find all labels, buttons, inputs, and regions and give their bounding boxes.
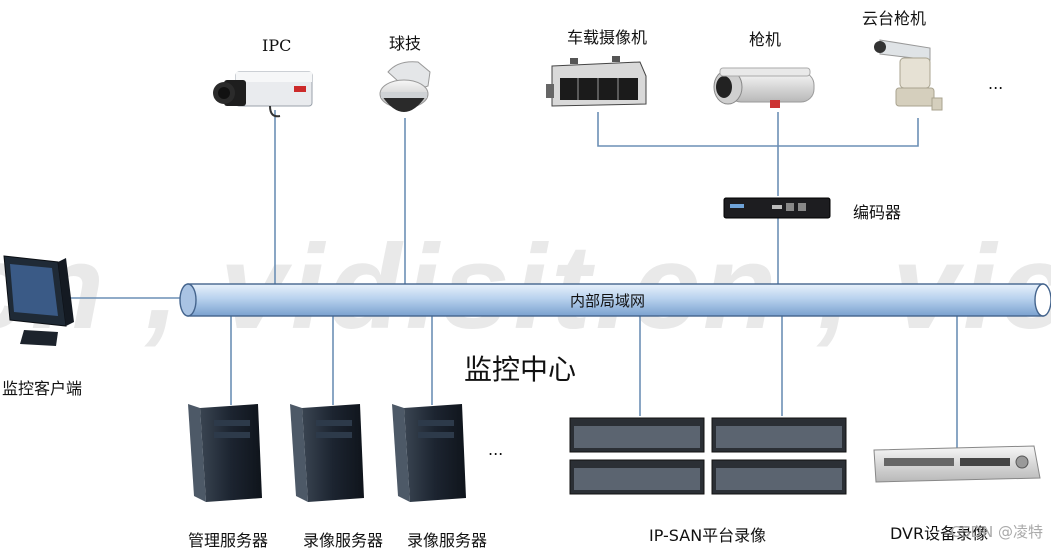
label-dvr: DVR设备录像 — [890, 524, 989, 543]
label-monitoring-center: 监控中心 — [464, 353, 577, 386]
server-tower-icons — [188, 404, 466, 502]
label-ptz-camera: 云台枪机 — [862, 9, 927, 28]
label-ipsan: IP-SAN平台录像 — [649, 526, 767, 545]
client-monitor-icon — [3, 255, 74, 346]
label-more-cameras: ... — [988, 74, 1004, 93]
ipsan-array-1 — [569, 417, 705, 495]
label-rec-server-2: 录像服务器 — [407, 531, 488, 550]
label-encoder: 编码器 — [853, 203, 902, 222]
label-client: 监控客户端 — [2, 379, 83, 398]
label-more-servers: ... — [488, 440, 504, 459]
csdn-watermark: CSDN @凌特 — [950, 523, 1043, 541]
vehicle-camera-icon — [546, 56, 647, 107]
ipsan-array-2 — [711, 417, 847, 495]
rec-server-2-icon — [392, 404, 466, 502]
ipc-camera-icon — [213, 71, 313, 118]
label-ipc: IPC — [262, 36, 292, 55]
label-vehicle-camera: 车载摄像机 — [567, 28, 648, 47]
bullet-camera-icon — [713, 67, 815, 108]
connection-lines — [62, 110, 958, 449]
dvr-device-icon — [873, 445, 1041, 483]
rec-server-1-icon — [290, 404, 364, 502]
label-rec-server-1: 录像服务器 — [303, 531, 384, 550]
link-camera-bus — [597, 112, 919, 147]
ipsan-storage-icons — [569, 417, 847, 495]
encoder-icon — [723, 197, 831, 219]
mgmt-server-icon — [188, 404, 262, 502]
label-dome-camera: 球技 — [389, 34, 422, 53]
lan-pipe — [179, 283, 1051, 317]
label-mgmt-server: 管理服务器 — [188, 531, 269, 550]
dome-camera-icon — [379, 61, 431, 112]
ptz-camera-icon — [874, 39, 943, 111]
label-bullet-camera: 枪机 — [749, 30, 782, 49]
label-lan: 内部局域网 — [570, 292, 646, 310]
